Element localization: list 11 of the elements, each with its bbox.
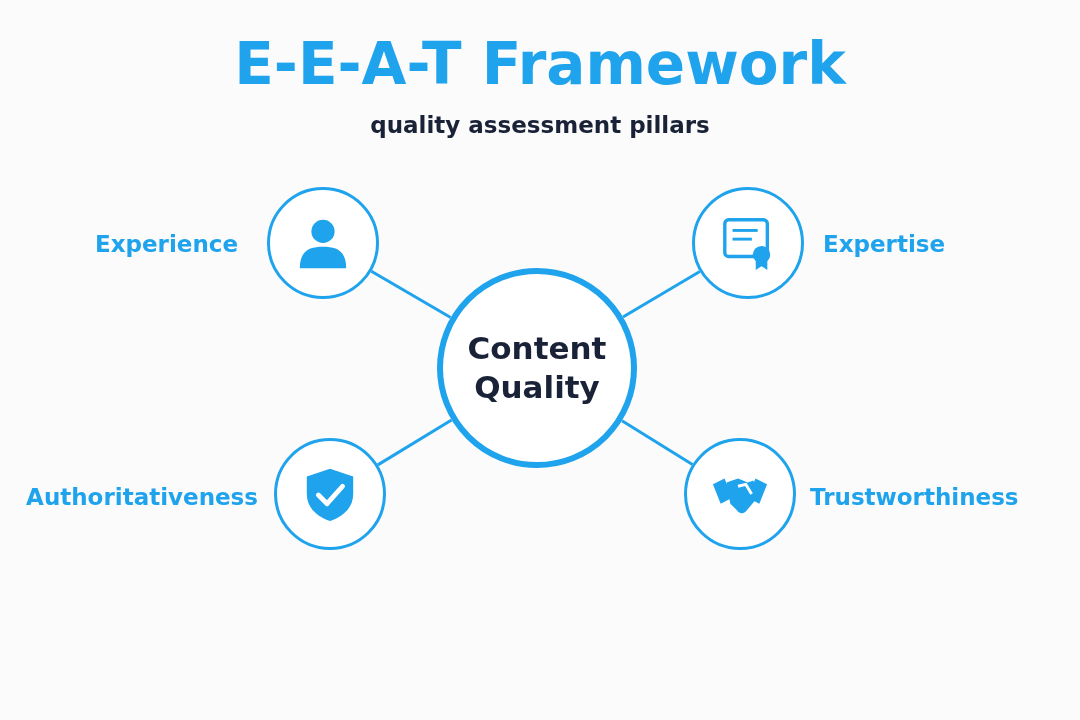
connector-line	[377, 418, 453, 467]
connector-line	[621, 419, 694, 466]
connector-line	[370, 269, 452, 319]
pillar-label: Trustworthiness	[810, 483, 1019, 512]
center-label: Content Quality	[466, 329, 608, 407]
pillar-label: Expertise	[823, 230, 946, 259]
subtitle: quality assessment pillars	[369, 112, 711, 138]
connector-line	[622, 270, 701, 319]
title: E-E-A-T Framework	[233, 30, 848, 98]
pillar-label: Experience	[94, 230, 238, 259]
pillar-label: Authoritativeness	[26, 483, 258, 512]
